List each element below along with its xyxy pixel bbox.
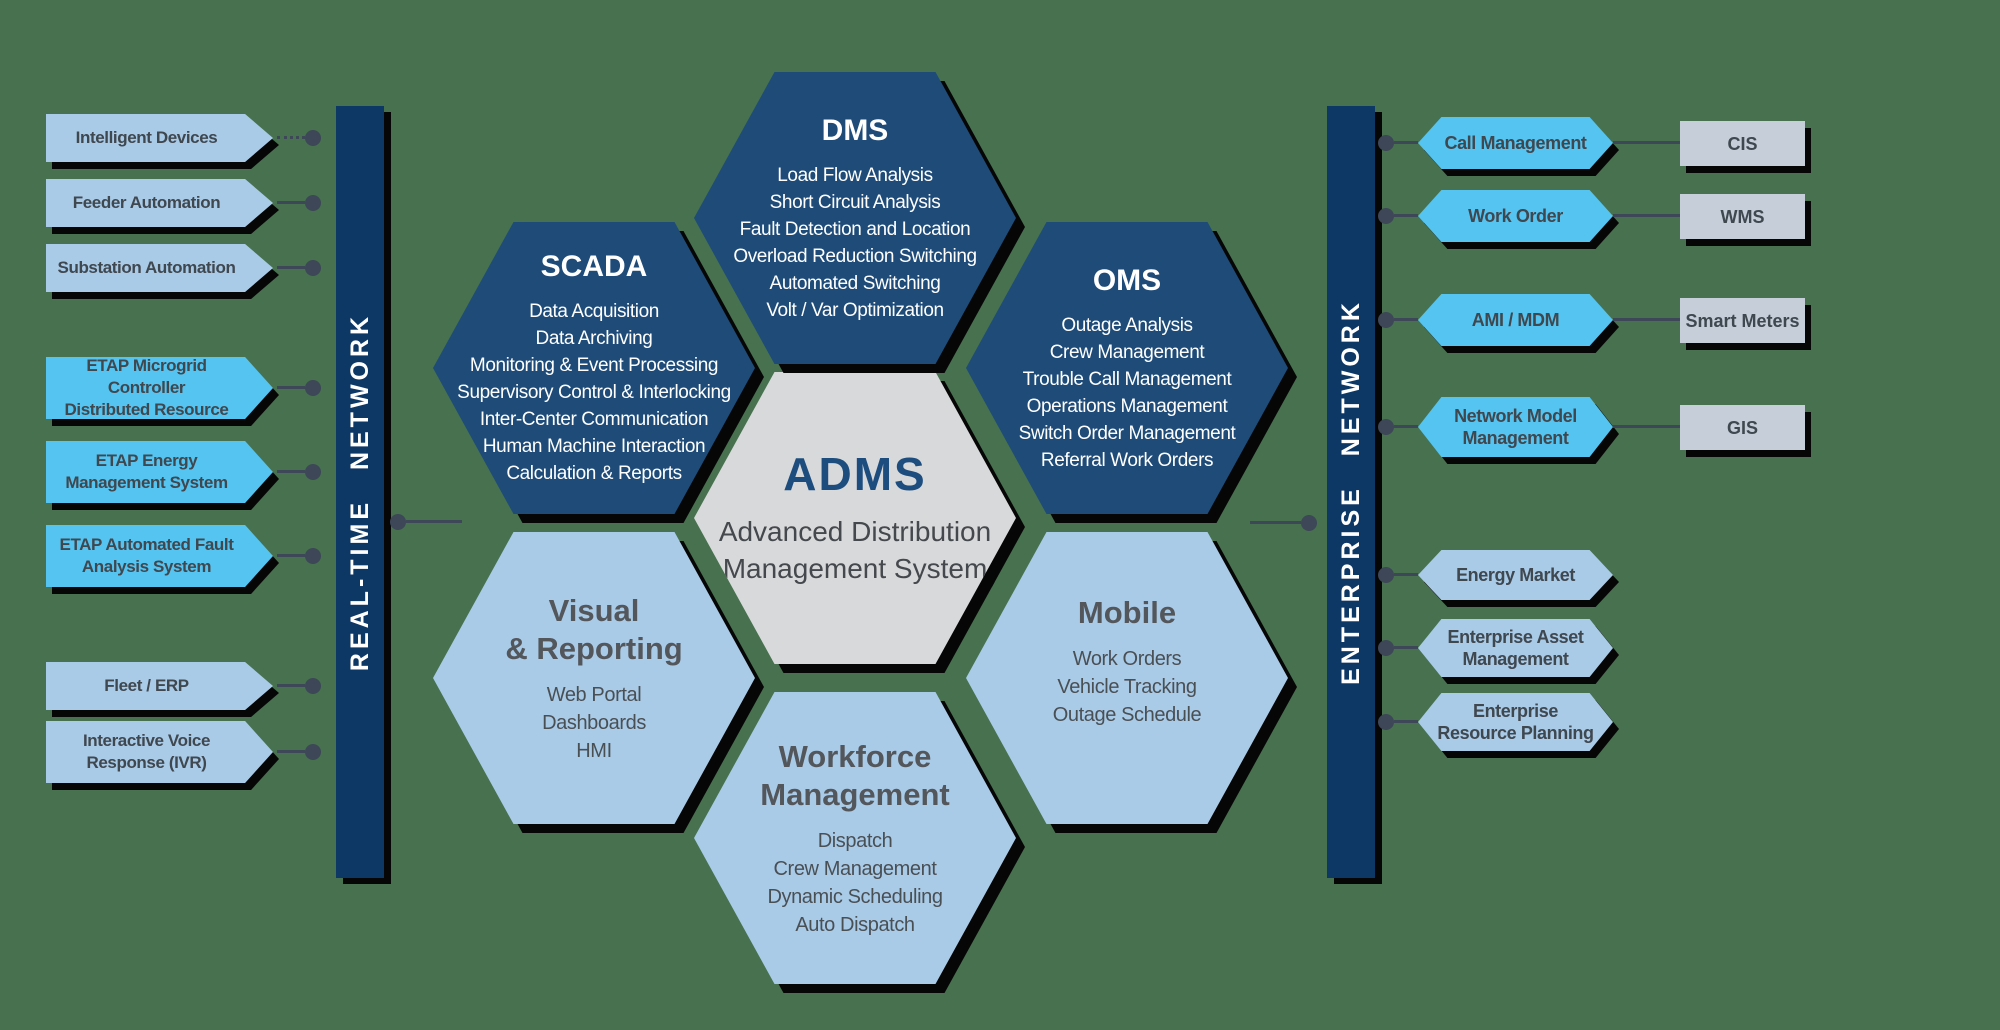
connector-dot xyxy=(1378,312,1394,328)
connector-line xyxy=(1394,573,1418,576)
connector-line xyxy=(277,266,305,269)
connector-line xyxy=(1394,646,1418,649)
hex-scada: SCADA Data Acquisition Data Archiving Mo… xyxy=(433,222,755,514)
source-label: Feeder Automation xyxy=(72,193,221,212)
connector-dot xyxy=(1301,515,1317,531)
source-interactive-voice-response: Interactive Voice Response (IVR) xyxy=(46,721,273,783)
hex-title: ADMS xyxy=(783,448,927,500)
connector-line xyxy=(1394,214,1418,217)
connector-line xyxy=(1613,141,1680,144)
connector-line xyxy=(1394,141,1418,144)
connector-dot xyxy=(1378,567,1394,583)
connector-dot xyxy=(305,260,321,276)
source-label: ETAP Automated Fault Analysis System xyxy=(59,535,234,576)
app-label: GIS xyxy=(1726,417,1758,438)
system-label: Network Model Management xyxy=(1454,406,1577,448)
connector-line xyxy=(277,684,305,687)
hex-workforce-management: Workforce Management Dispatch Crew Manag… xyxy=(694,692,1016,984)
connector-dot xyxy=(305,678,321,694)
hex-title: Visual & Reporting xyxy=(505,592,683,666)
enterprise-network-bar: ENTERPRISE NETWORK xyxy=(1327,106,1375,878)
system-label: Energy Market xyxy=(1456,565,1575,585)
connector-dot xyxy=(1378,714,1394,730)
source-label: Fleet / ERP xyxy=(104,676,189,695)
real-time-network-bar: REAL-TIME NETWORK xyxy=(336,106,384,878)
connector-dot xyxy=(305,548,321,564)
connector-dot xyxy=(1378,135,1394,151)
system-label: Enterprise Asset Management xyxy=(1447,627,1584,669)
hex-title: OMS xyxy=(1092,263,1162,297)
source-label: Interactive Voice Response (IVR) xyxy=(82,731,211,772)
source-etap-energy-management: ETAP Energy Management System xyxy=(46,441,273,503)
source-label: ETAP Microgrid Controller Distributed Re… xyxy=(64,356,229,419)
connector-dot xyxy=(390,514,406,530)
hex-title: DMS xyxy=(821,113,889,147)
source-feeder-automation: Feeder Automation xyxy=(46,179,273,227)
connector-line xyxy=(277,750,305,753)
system-network-model-management: Network Model Management xyxy=(1418,397,1613,457)
connector-line xyxy=(1613,425,1680,428)
connector-line xyxy=(277,136,305,139)
system-label: AMI / MDM xyxy=(1471,310,1560,330)
hex-dms: DMS Load Flow Analysis Short Circuit Ana… xyxy=(694,72,1016,364)
connector-line xyxy=(277,386,305,389)
app-label: Smart Meters xyxy=(1685,310,1800,331)
connector-line xyxy=(1394,425,1418,428)
hex-oms: OMS Outage Analysis Crew Management Trou… xyxy=(966,222,1288,514)
system-enterprise-asset-management: Enterprise Asset Management xyxy=(1418,619,1613,677)
system-label: Call Management xyxy=(1444,133,1587,153)
source-substation-automation: Substation Automation xyxy=(46,244,273,292)
connector-dot xyxy=(305,130,321,146)
connector-line xyxy=(1613,318,1680,321)
connector-line xyxy=(1613,214,1680,217)
connector-dot xyxy=(305,744,321,760)
connector-line xyxy=(1250,521,1301,524)
source-fleet-erp: Fleet / ERP xyxy=(46,662,273,710)
system-energy-market: Energy Market xyxy=(1418,550,1613,600)
system-ami-mdm: AMI / MDM xyxy=(1418,294,1613,346)
connector-dot xyxy=(305,195,321,211)
connector-dot xyxy=(1378,208,1394,224)
connector-line xyxy=(277,470,305,473)
hex-visual-reporting: Visual & Reporting Web Portal Dashboards… xyxy=(433,532,755,824)
app-box-smart-meters: Smart Meters xyxy=(1680,298,1805,343)
connector-dot xyxy=(1378,640,1394,656)
real-time-network-label: REAL-TIME NETWORK xyxy=(346,312,374,672)
hex-adms: ADMS Advanced Distribution Management Sy… xyxy=(694,372,1016,664)
connector-line xyxy=(277,201,305,204)
system-enterprise-resource-planning: Enterprise Resource Planning xyxy=(1418,693,1613,751)
enterprise-network-label: ENTERPRISE NETWORK xyxy=(1337,299,1365,685)
source-label: ETAP Energy Management System xyxy=(65,451,228,492)
app-label: WMS xyxy=(1720,206,1765,227)
hex-mobile: Mobile Work Orders Vehicle Tracking Outa… xyxy=(966,532,1288,824)
hex-title: SCADA xyxy=(540,250,648,283)
connector-dot xyxy=(305,380,321,396)
connector-line xyxy=(277,554,305,557)
source-label: Intelligent Devices xyxy=(75,128,218,147)
app-box-wms: WMS xyxy=(1680,194,1805,239)
system-work-order: Work Order xyxy=(1418,190,1613,242)
hex-title: Workforce Management xyxy=(760,738,950,812)
source-intelligent-devices: Intelligent Devices xyxy=(46,114,273,162)
system-label: Enterprise Resource Planning xyxy=(1437,701,1594,743)
connector-line xyxy=(406,520,462,523)
connector-line xyxy=(1394,318,1418,321)
app-label: CIS xyxy=(1727,133,1758,154)
system-call-management: Call Management xyxy=(1418,117,1613,169)
hex-subtitle: Advanced Distribution Management System xyxy=(718,516,992,584)
connector-line xyxy=(1394,720,1418,723)
connector-dot xyxy=(305,464,321,480)
system-label: Work Order xyxy=(1468,206,1563,226)
app-box-cis: CIS xyxy=(1680,121,1805,166)
connector-dot xyxy=(1378,419,1394,435)
source-etap-automated-fault-analysis: ETAP Automated Fault Analysis System xyxy=(46,525,273,587)
hex-title: Mobile xyxy=(1077,594,1177,630)
app-box-gis: GIS xyxy=(1680,405,1805,450)
source-etap-microgrid-controller: ETAP Microgrid Controller Distributed Re… xyxy=(46,357,273,419)
source-label: Substation Automation xyxy=(57,258,236,277)
